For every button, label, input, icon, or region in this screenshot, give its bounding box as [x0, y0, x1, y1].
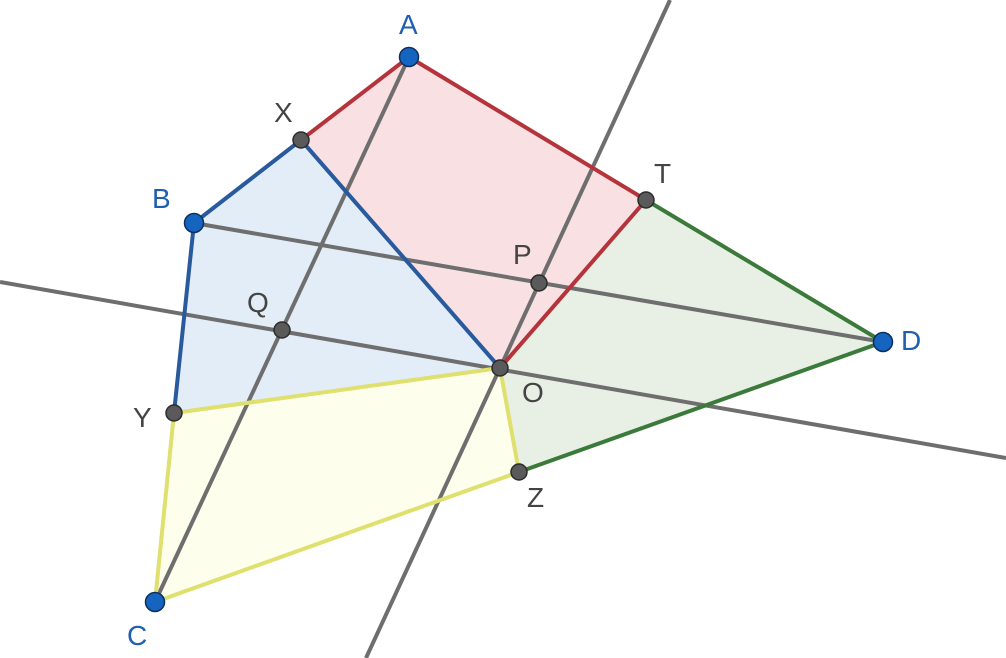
edge-y-o: [173, 366, 501, 415]
region-green: [500, 200, 883, 472]
point-z[interactable]: [510, 463, 528, 481]
edge-a-t: [407, 55, 648, 202]
label-y: Y: [133, 402, 152, 433]
edge-x-b: [192, 138, 303, 225]
edge-y-c: [153, 412, 176, 603]
edge-b-y: [172, 222, 196, 414]
point-t[interactable]: [637, 191, 655, 209]
edge-c-z: [154, 470, 520, 604]
point-d[interactable]: [872, 331, 894, 353]
edge-o-z: [498, 367, 521, 473]
label-t: T: [654, 158, 671, 189]
label-z: Z: [527, 482, 544, 513]
label-q: Q: [247, 287, 269, 318]
edge-a-x: [299, 55, 411, 142]
label-p: P: [513, 239, 532, 270]
edge-t-o: [498, 198, 648, 370]
edge-d-z: [518, 340, 884, 474]
point-a[interactable]: [398, 46, 420, 68]
point-b[interactable]: [183, 212, 205, 234]
point-o[interactable]: [491, 359, 509, 377]
line-through-p-o: [364, 0, 672, 658]
point-p[interactable]: [530, 274, 548, 292]
label-x: X: [274, 97, 293, 128]
point-x[interactable]: [292, 131, 310, 149]
region-blue: [174, 140, 500, 413]
label-d: D: [901, 325, 921, 356]
point-c[interactable]: [144, 591, 166, 613]
edge-x-o: [299, 138, 502, 370]
label-o: O: [522, 377, 544, 408]
label-a: A: [399, 9, 418, 40]
point-y[interactable]: [165, 404, 183, 422]
edge-t-d: [644, 198, 885, 344]
region-red: [301, 57, 646, 368]
label-c: C: [127, 620, 147, 651]
label-b: B: [152, 183, 171, 214]
region-yellow: [155, 368, 519, 602]
point-q[interactable]: [273, 321, 291, 339]
